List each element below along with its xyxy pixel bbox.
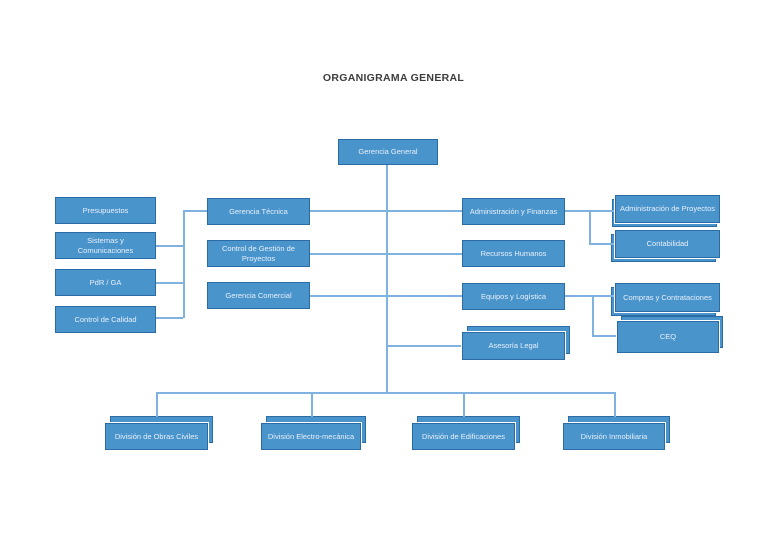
connector-divisions-trunk <box>156 392 615 394</box>
node-compras-contrataciones: Compras y Contrataciones <box>615 283 720 312</box>
connector-stub-control-calidad <box>156 317 183 319</box>
node-gerencia-tecnica: Gerencia Técnica <box>207 198 310 225</box>
connector-row-tecnica-finanzas <box>310 210 462 212</box>
connector-stub-pdr-ga <box>156 282 183 284</box>
page-title: ORGANIGRAMA GENERAL <box>322 72 465 84</box>
connector-right-bus-finanzas <box>589 210 591 244</box>
node-gerencia-general: Gerencia General <box>338 139 438 165</box>
node-division-inmobiliaria: División Inmobiliaria <box>563 423 665 450</box>
node-asesoria-legal: Asesoría Legal <box>462 332 565 360</box>
connector-stub-ceq <box>592 335 617 337</box>
node-equipos-logistica: Equipos y Logística <box>462 283 565 310</box>
node-gerencia-comercial: Gerencia Comercial <box>207 282 310 309</box>
connector-left-bus <box>183 210 185 318</box>
connector-stub-obras-civiles <box>156 392 158 417</box>
node-administracion-finanzas: Administración y Finanzas <box>462 198 565 225</box>
node-administracion-proyectos: Administración de Proyectos <box>615 195 720 223</box>
node-recursos-humanos: Recursos Humanos <box>462 240 565 267</box>
connector-stub-sistemas <box>156 245 183 247</box>
connector-row-gestion-rrhh <box>310 253 462 255</box>
connector-left-bus-to-tecnica <box>183 210 207 212</box>
connector-stub-inmobiliaria <box>614 392 616 417</box>
node-contabilidad: Contabilidad <box>615 230 720 258</box>
node-pdr-ga: PdR / GA <box>55 269 156 296</box>
connector-row-comercial-equipos <box>310 295 462 297</box>
connector-stub-electromecanica <box>311 392 313 417</box>
node-division-electromecanica: División Electro-mecánica <box>261 423 361 450</box>
node-presupuestos: Presupuestos <box>55 197 156 224</box>
node-control-gestion-proyectos: Control de Gestión de Proyectos <box>207 240 310 267</box>
node-ceq: CEQ <box>617 321 719 353</box>
connector-stub-edificaciones <box>463 392 465 417</box>
node-division-edificaciones: División de Edificaciones <box>412 423 515 450</box>
connector-center-vertical <box>386 165 388 392</box>
node-sistemas-comunicaciones: Sistemas y Comunicaciones <box>55 232 156 259</box>
node-control-calidad: Control de Calidad <box>55 306 156 333</box>
connector-right-bus-equipos <box>592 295 594 336</box>
connector-asesoria-legal <box>386 345 462 347</box>
connector-equipos-to-compras <box>565 295 615 297</box>
node-division-obras-civiles: División de Obras Civiles <box>105 423 208 450</box>
connector-stub-contabilidad <box>589 243 615 245</box>
